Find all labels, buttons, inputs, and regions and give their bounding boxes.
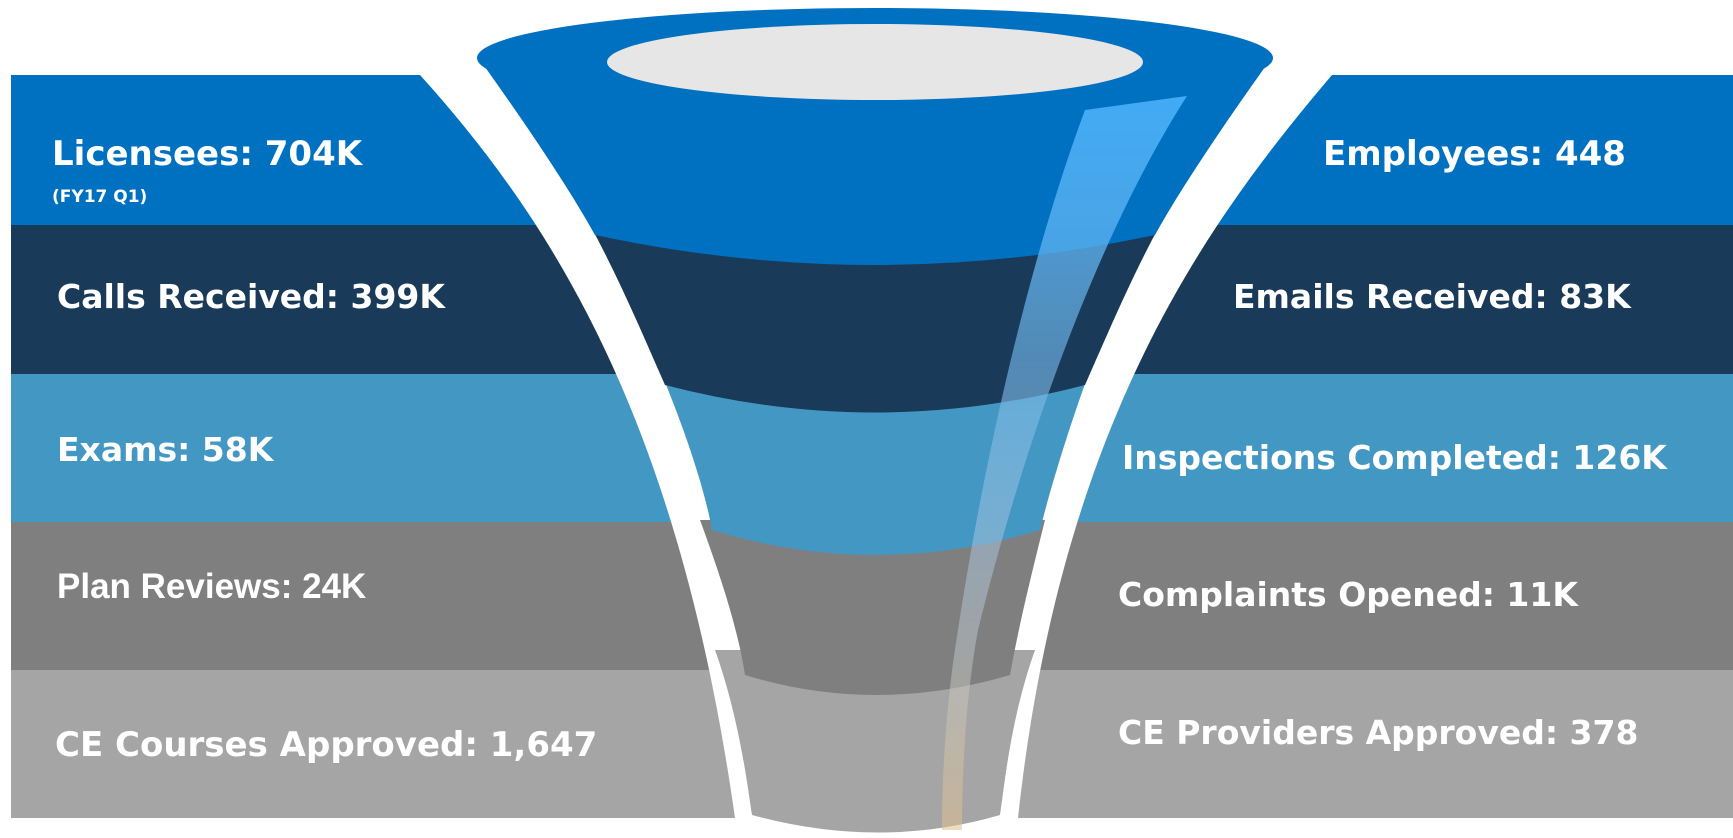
inspections-completed-label: Inspections Completed: 126K bbox=[1122, 438, 1667, 477]
ce-providers-approved-label: CE Providers Approved: 378 bbox=[1118, 713, 1639, 752]
complaints-opened-label: Complaints Opened: 11K bbox=[1118, 575, 1578, 614]
calls-received-label: Calls Received: 399K bbox=[57, 277, 445, 316]
employees-label: Employees: 448 bbox=[1323, 134, 1626, 174]
band-right-5 bbox=[900, 670, 1733, 818]
funnel-highlight bbox=[942, 96, 1187, 830]
funnel-opening bbox=[607, 24, 1143, 100]
ce-courses-approved-label: CE Courses Approved: 1,647 bbox=[55, 725, 598, 765]
band-left-4 bbox=[11, 522, 811, 670]
licensees-label: Licensees: 704K bbox=[52, 134, 363, 174]
licensees-period-note: (FY17 Q1) bbox=[52, 187, 148, 207]
emails-received-label: Emails Received: 83K bbox=[1233, 277, 1631, 316]
plan-reviews-label: Plan Reviews: 24K bbox=[57, 567, 367, 606]
exams-label: Exams: 58K bbox=[57, 430, 274, 469]
band-left-5 bbox=[11, 670, 811, 818]
